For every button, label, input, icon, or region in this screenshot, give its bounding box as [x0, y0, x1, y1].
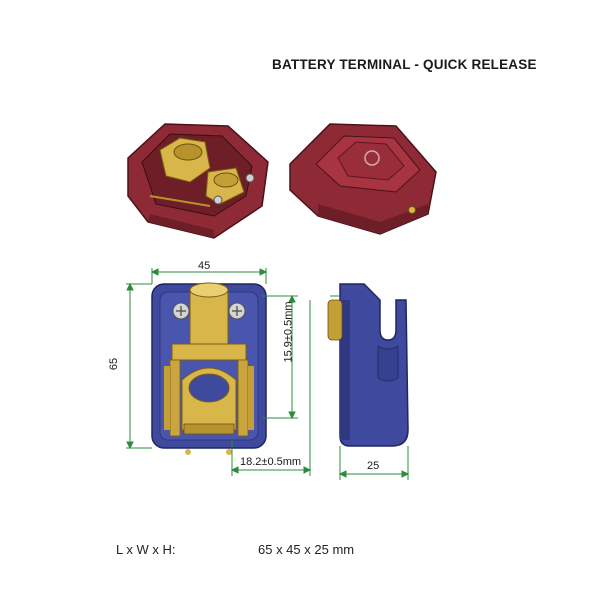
front-view-blue [151, 282, 267, 455]
height-dimension-label: 15.9±0.5mm [282, 301, 295, 363]
spec-value: 65 x 45 x 25 mm [258, 542, 355, 557]
width-dimension-label: 45 [198, 260, 211, 272]
closed-terminal-3d-view [289, 123, 437, 235]
length-dimension-label: 65 [108, 357, 121, 371]
depth-dimension-label: 25 [367, 460, 380, 472]
dimension-lines [126, 268, 410, 480]
open-terminal-3d-view [127, 123, 269, 239]
side-view-blue [327, 283, 409, 447]
offset-dimension-label: 18.2±0.5mm [240, 456, 302, 468]
spec-label: L x W x H: [116, 542, 176, 557]
page-title: BATTERY TERMINAL - QUICK RELEASE [272, 57, 537, 72]
